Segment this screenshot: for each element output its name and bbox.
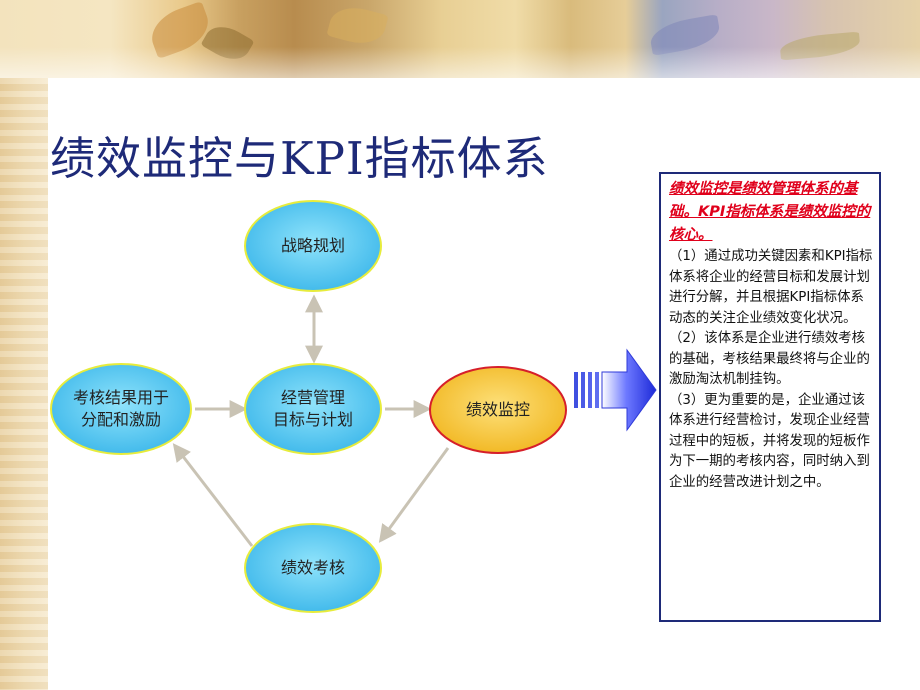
node-results: [50, 363, 192, 455]
textbox-lead: 绩效监控是绩效管理体系的基础。KPI指标体系是绩效监控的核心。: [669, 181, 871, 243]
textbox-point-1: （1）通过成功关键因素和KPI指标体系将企业的经营目标和发展计划进行分解，并且根…: [669, 249, 873, 326]
decorative-top-band: [0, 0, 920, 78]
node-label-results: 考核结果用于 分配和激励: [72, 388, 169, 429]
node-label-strategy: 战略规划: [280, 236, 345, 255]
connector-assessment-results: [172, 443, 254, 547]
node-label-objectives: 经营管理 目标与计划: [272, 388, 353, 429]
page-title: 绩效监控与KPI指标体系: [50, 132, 549, 185]
node-label-assessment: 绩效考核: [280, 558, 345, 577]
decorative-left-band: [0, 0, 48, 690]
node-label-monitoring: 绩效监控: [465, 400, 530, 419]
big-arrow-icon: [574, 348, 657, 432]
node-objectives: [244, 363, 382, 455]
node-strategy: [244, 200, 382, 292]
textbox-point-2: （2）该体系是企业进行绩效考核的基础，考核结果最终将与企业的激励淘汰机制挂钩。: [669, 331, 870, 387]
node-monitoring: [429, 366, 567, 454]
node-assessment: [244, 523, 382, 613]
connector-monitoring-assessment: [378, 447, 450, 543]
explanation-textbox: 绩效监控是绩效管理体系的基础。KPI指标体系是绩效监控的核心。 （1）通过成功关…: [659, 172, 881, 622]
textbox-point-3: （3）更为重要的是，企业通过该体系进行经营检讨，发现企业经营过程中的短板，并将发…: [669, 392, 870, 490]
